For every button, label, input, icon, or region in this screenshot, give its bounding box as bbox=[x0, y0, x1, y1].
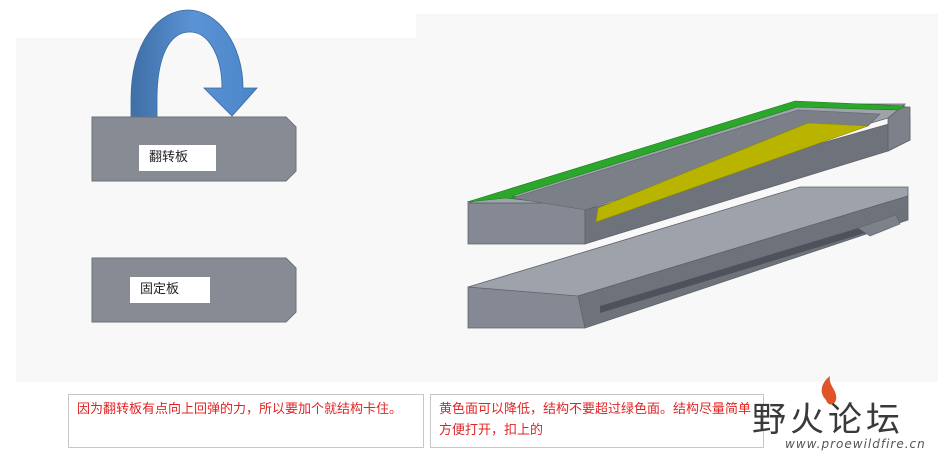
flip-plate-label: 翻转板 bbox=[139, 145, 216, 171]
watermark-url: www.proewildfire.cn bbox=[785, 437, 926, 451]
note-right: 黄色面可以降低，结构不要超过绿色面。结构尽量简单方便打开，扣上的 bbox=[430, 394, 764, 448]
note-left: 因为翻转板有点向上回弹的力，所以要加个就结构卡住。 bbox=[68, 394, 424, 448]
yellow-face bbox=[595, 122, 869, 223]
flip-arrow bbox=[130, 9, 258, 118]
upper-plate-3d bbox=[466, 100, 911, 245]
flame-icon bbox=[821, 376, 837, 405]
clip-tab bbox=[857, 214, 901, 237]
lower-plate-3d bbox=[467, 186, 909, 329]
watermark-brand: 野火论坛 bbox=[752, 400, 904, 440]
fixed-plate-label: 固定板 bbox=[130, 277, 210, 303]
